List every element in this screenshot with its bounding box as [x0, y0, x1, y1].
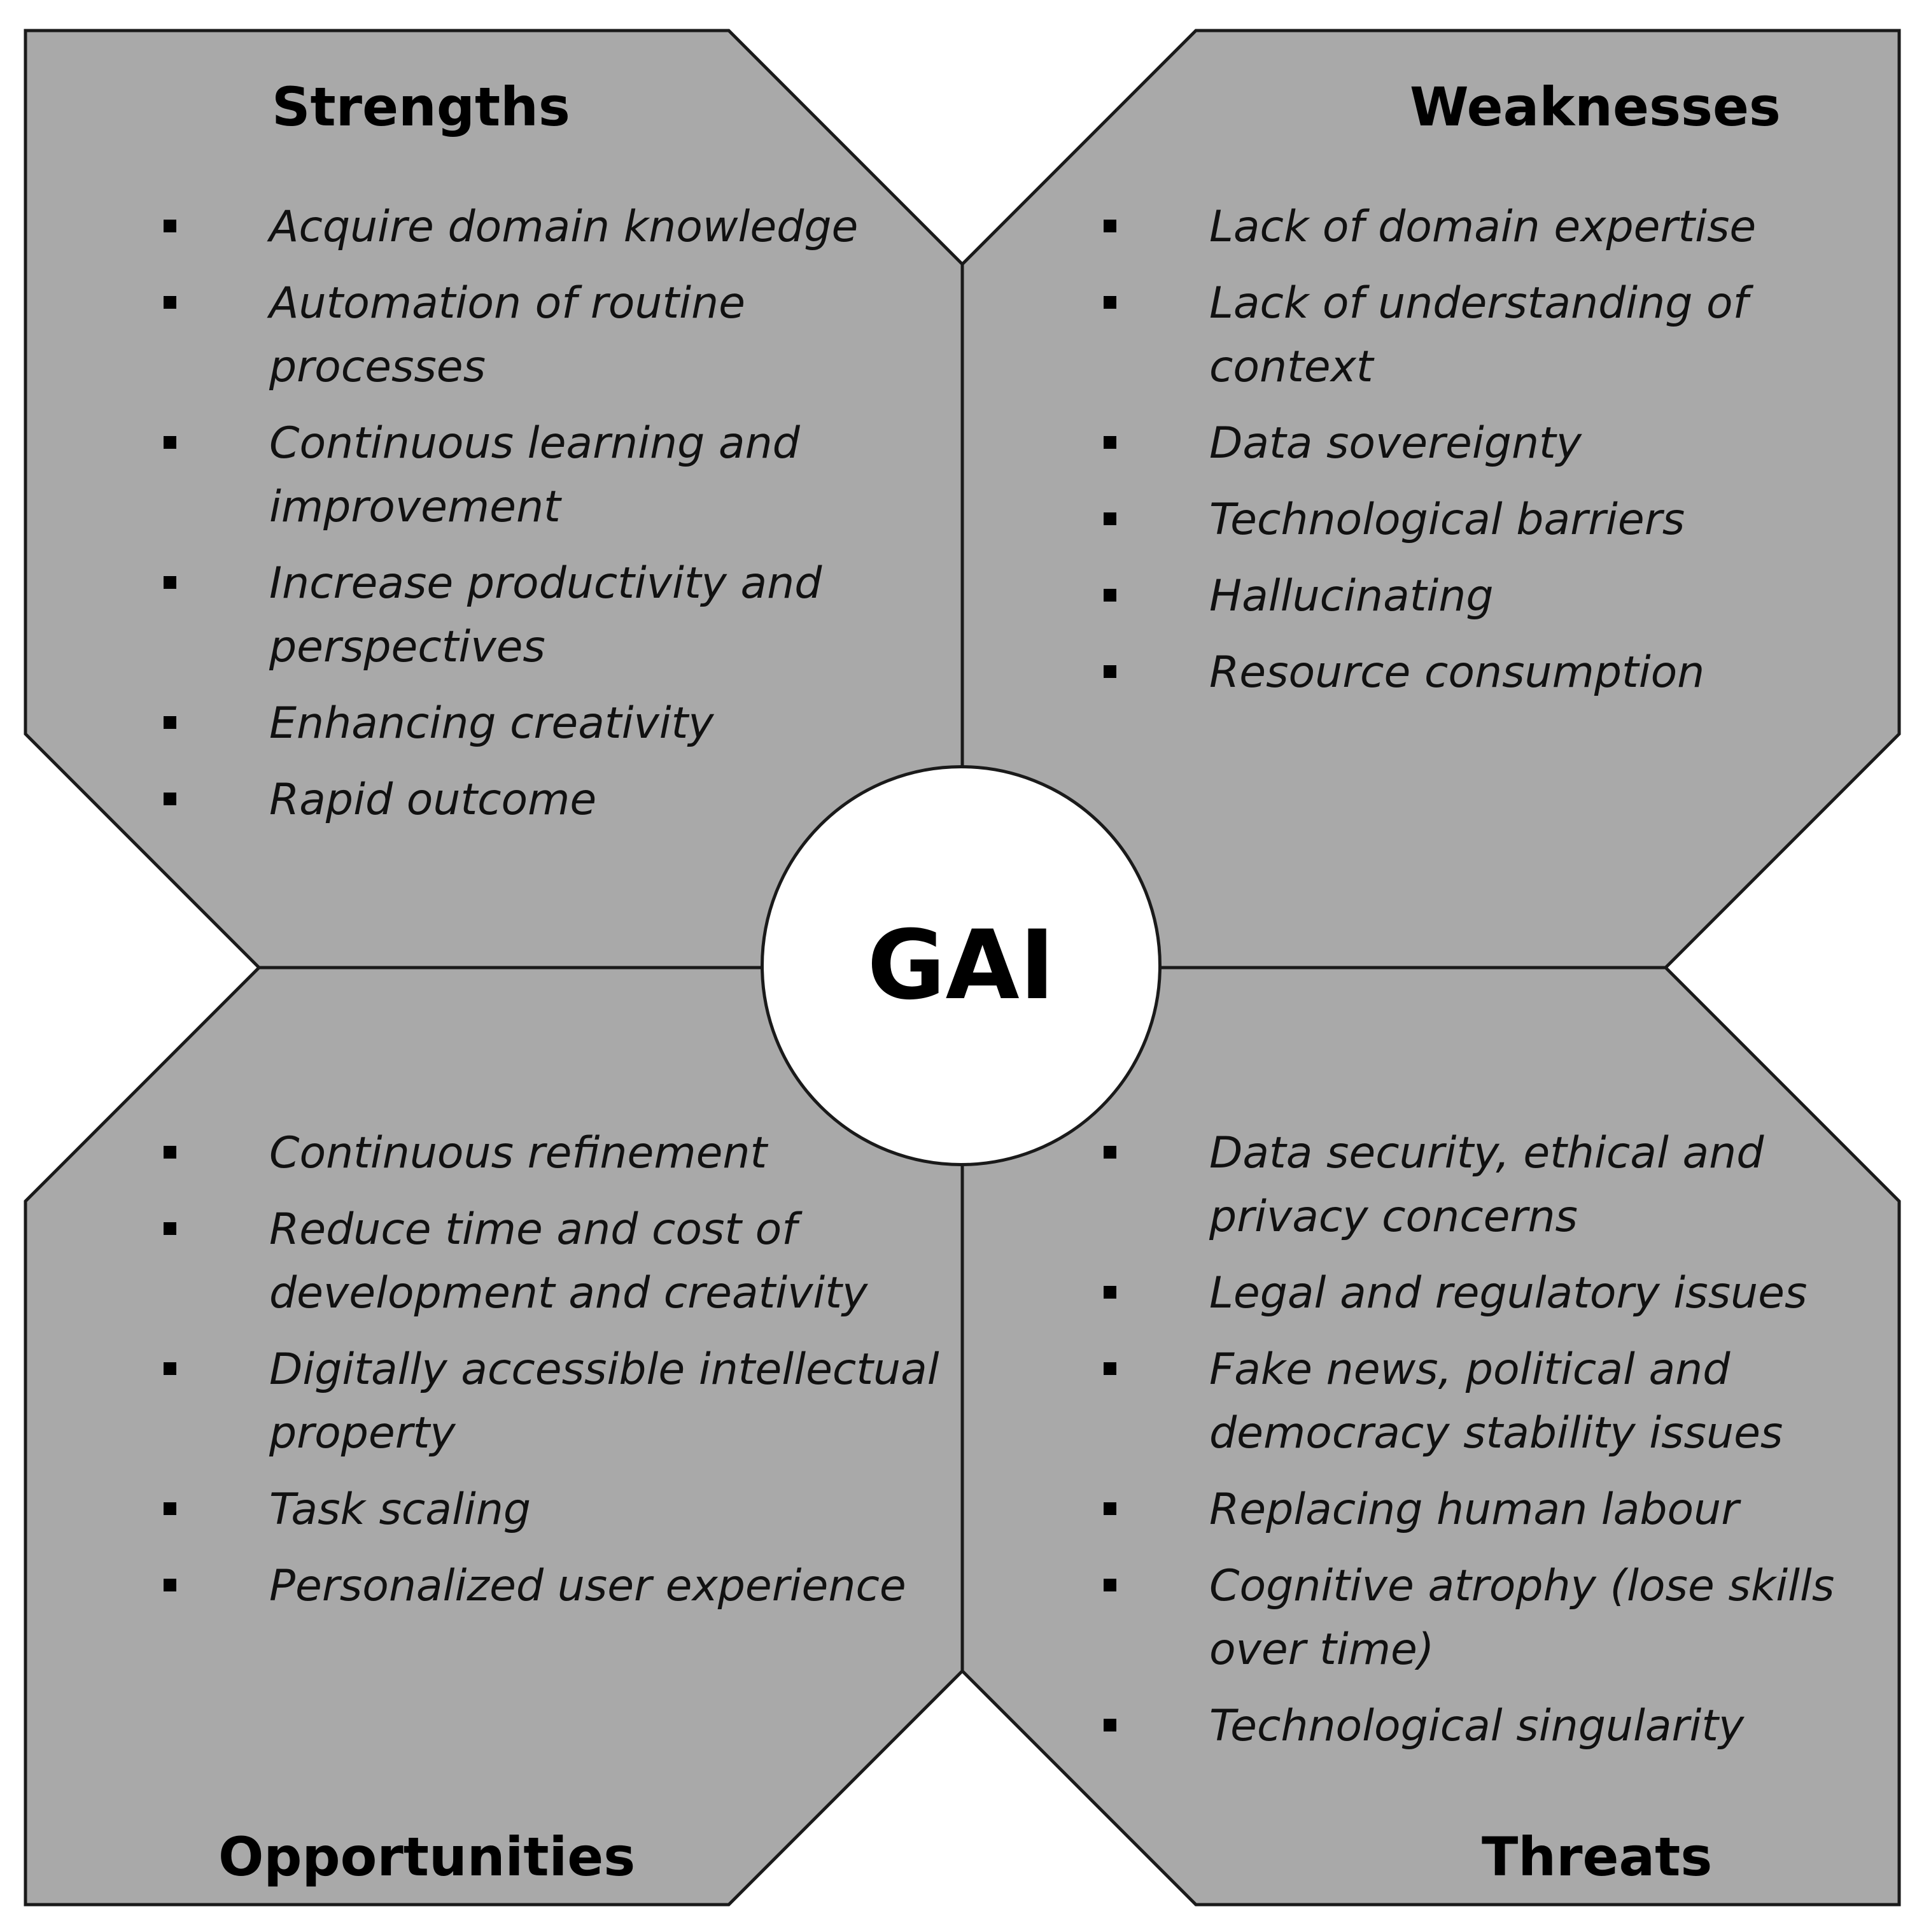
list-item: Rapid outcome — [164, 768, 940, 832]
square-bullet-icon — [1104, 589, 1116, 602]
square-bullet-icon — [164, 436, 176, 449]
list-item: Technological singularity — [1104, 1695, 1886, 1758]
list-item: Cognitive atrophy (lose skills over time… — [1104, 1555, 1886, 1682]
square-bullet-icon — [1104, 1719, 1116, 1731]
square-bullet-icon — [164, 1579, 176, 1591]
square-bullet-icon — [1104, 1579, 1116, 1591]
list-item: Continuous learning and improvement — [164, 412, 940, 539]
weaknesses-list: Lack of domain expertise Lack of underst… — [1104, 195, 1855, 717]
list-item-text: Cognitive atrophy (lose skills over time… — [1209, 1561, 1835, 1675]
list-item: Hallucinating — [1104, 565, 1855, 628]
list-item-text: Replacing human labour — [1209, 1484, 1739, 1535]
square-bullet-icon — [164, 1502, 176, 1515]
list-item-text: Legal and regulatory issues — [1209, 1268, 1808, 1318]
square-bullet-icon — [164, 1222, 176, 1235]
list-item: Enhancing creativity — [164, 692, 940, 756]
center-circle: GAI — [761, 765, 1162, 1166]
square-bullet-icon — [1104, 436, 1116, 449]
square-bullet-icon — [1104, 1286, 1116, 1299]
list-item-text: Enhancing creativity — [269, 698, 714, 749]
square-bullet-icon — [164, 793, 176, 805]
list-item: Personalized user experience — [164, 1555, 946, 1618]
threats-panel — [960, 966, 1901, 1907]
list-item-text: Resource consumption — [1209, 647, 1705, 698]
list-item: Fake news, political and democracy stabi… — [1104, 1338, 1886, 1465]
square-bullet-icon — [164, 1146, 176, 1159]
square-bullet-icon — [1104, 296, 1116, 309]
square-bullet-icon — [1104, 1502, 1116, 1515]
square-bullet-icon — [164, 220, 176, 232]
list-item: Legal and regulatory issues — [1104, 1262, 1886, 1325]
strengths-heading: Strengths — [272, 76, 570, 138]
list-item: Lack of domain expertise — [1104, 195, 1855, 259]
list-item: Resource consumption — [1104, 641, 1855, 705]
list-item: Reduce time and cost of development and … — [164, 1198, 946, 1325]
list-item-text: Acquire domain knowledge — [269, 202, 859, 252]
list-item: Increase productivity and perspectives — [164, 552, 940, 679]
list-item: Acquire domain knowledge — [164, 195, 940, 259]
strengths-list: Acquire domain knowledge Automation of r… — [164, 195, 940, 845]
threats-heading: Threats — [1482, 1826, 1713, 1888]
list-item: Technological barriers — [1104, 488, 1855, 552]
list-item-text: Digitally accessible intellectual proper… — [269, 1344, 939, 1458]
list-item-text: Continuous refinement — [269, 1128, 768, 1178]
center-label: GAI — [867, 910, 1055, 1021]
list-item-text: Task scaling — [269, 1484, 531, 1535]
list-item-text: Lack of understanding of context — [1209, 278, 1748, 392]
weaknesses-heading: Weaknesses — [1410, 76, 1781, 138]
list-item-text: Technological singularity — [1209, 1701, 1745, 1751]
list-item-text: Technological barriers — [1209, 495, 1685, 545]
square-bullet-icon — [1104, 220, 1116, 232]
list-item: Automation of routine processes — [164, 272, 940, 399]
square-bullet-icon — [164, 576, 176, 589]
list-item: Lack of understanding of context — [1104, 272, 1855, 399]
list-item: Data sovereignty — [1104, 412, 1855, 476]
list-item-text: Data sovereignty — [1209, 418, 1582, 469]
square-bullet-icon — [1104, 1146, 1116, 1159]
list-item-text: Fake news, political and democracy stabi… — [1209, 1344, 1783, 1458]
square-bullet-icon — [164, 1362, 176, 1375]
square-bullet-icon — [1104, 665, 1116, 678]
list-item-text: Increase productivity and perspectives — [269, 558, 822, 672]
list-item: Continuous refinement — [164, 1122, 946, 1185]
list-item-text: Lack of domain expertise — [1209, 202, 1757, 252]
opportunities-list: Continuous refinement Reduce time and co… — [164, 1122, 946, 1631]
list-item: Replacing human labour — [1104, 1478, 1886, 1542]
list-item-text: Personalized user experience — [269, 1561, 906, 1611]
list-item: Task scaling — [164, 1478, 946, 1542]
list-item-text: Data security, ethical and privacy conce… — [1209, 1128, 1764, 1242]
square-bullet-icon — [1104, 512, 1116, 525]
list-item: Data security, ethical and privacy conce… — [1104, 1122, 1886, 1249]
opportunities-heading: Opportunities — [218, 1826, 636, 1888]
list-item-text: Hallucinating — [1209, 571, 1494, 621]
list-item: Digitally accessible intellectual proper… — [164, 1338, 946, 1465]
square-bullet-icon — [1104, 1362, 1116, 1375]
list-item-text: Rapid outcome — [269, 775, 597, 825]
square-bullet-icon — [164, 716, 176, 729]
list-item-text: Automation of routine processes — [269, 278, 745, 392]
threats-list: Data security, ethical and privacy conce… — [1104, 1122, 1886, 1771]
list-item-text: Continuous learning and improvement — [269, 418, 800, 532]
list-item-text: Reduce time and cost of development and … — [269, 1204, 868, 1318]
square-bullet-icon — [164, 296, 176, 309]
